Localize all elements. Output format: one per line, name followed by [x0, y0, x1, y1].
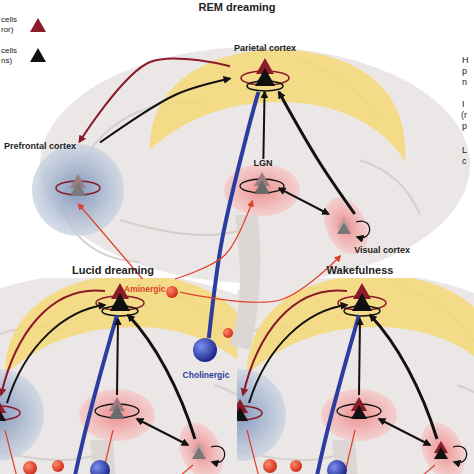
aminergic-nucleus	[223, 328, 233, 338]
node-text: Parietal cortex	[230, 44, 300, 54]
legend-triangle	[30, 48, 46, 62]
cropped-text: n	[462, 78, 474, 88]
rem-panel	[32, 47, 470, 362]
pathway-arrows	[243, 291, 437, 474]
panel-title: REM dreaming	[187, 1, 287, 13]
node-text: Cholinergic	[178, 371, 234, 380]
cropped-text: L	[462, 146, 474, 156]
pathway-arrows	[1, 291, 195, 474]
prefrontal-region	[32, 144, 124, 236]
cholinergic-nucleus	[327, 460, 347, 474]
pathway-arrow	[175, 201, 252, 279]
neuron-triangle	[237, 407, 248, 421]
neuron-triangle	[0, 407, 6, 421]
node-text: Visual cortex	[328, 246, 410, 256]
panel-title: Wakefulness	[310, 264, 410, 276]
aminergic-nucleus	[263, 459, 277, 473]
neuromodulator-label: Aminergic	[124, 279, 180, 301]
brain-base	[237, 278, 474, 474]
pathway-arrow	[180, 256, 340, 302]
cropped-text: p	[462, 122, 474, 132]
pathway-arrow	[78, 204, 142, 279]
aminergic-nucleus	[23, 461, 37, 474]
neuron-triangle	[434, 447, 448, 459]
legend-entry: cells ror)	[1, 15, 25, 36]
legend-entry: cells ns)	[1, 46, 25, 67]
prefrontal-region	[0, 369, 44, 461]
cropped-text: I	[462, 100, 474, 110]
neuromodulator-label: Cholinergic	[178, 338, 234, 380]
node-text: LGN	[247, 159, 279, 169]
aminergic-nucleus	[52, 460, 64, 472]
pathway-arrow	[279, 92, 355, 214]
connectors	[78, 58, 354, 338]
region-label: Prefrontal cortex	[4, 142, 100, 204]
pathway-arrow	[263, 92, 264, 159]
neuron-triangle	[0, 399, 6, 413]
panel-title: Lucid dreaming	[58, 264, 168, 276]
pathway-arrow	[79, 58, 230, 142]
cropped-text: c	[462, 157, 474, 167]
cropped-text: p	[462, 67, 474, 77]
legend-text: cells ns)	[1, 46, 17, 65]
node-text: Aminergic	[124, 285, 180, 294]
lucid-panel	[0, 278, 237, 474]
legend-triangle	[30, 18, 46, 32]
cholinergic-nucleus	[193, 338, 217, 362]
region-label: Visual cortex	[328, 214, 410, 256]
region-label: Parietal cortex	[230, 44, 300, 92]
region-label: LGN	[247, 159, 279, 201]
legend-text: cells ror)	[1, 15, 17, 34]
pathway-arrow	[279, 188, 329, 214]
cropped-text: (r	[461, 111, 474, 121]
aminergic-nucleus	[290, 460, 302, 472]
wake-panel	[237, 278, 474, 474]
neuron-triangle	[351, 405, 367, 419]
cropped-text: H	[462, 56, 474, 66]
prefrontal-region	[237, 369, 286, 461]
brain-base	[0, 278, 237, 474]
aminergic-nucleus	[166, 286, 178, 298]
legend-samples	[30, 18, 46, 62]
cholinergic-nucleus	[90, 460, 110, 474]
node-text: Prefrontal cortex	[4, 142, 100, 152]
